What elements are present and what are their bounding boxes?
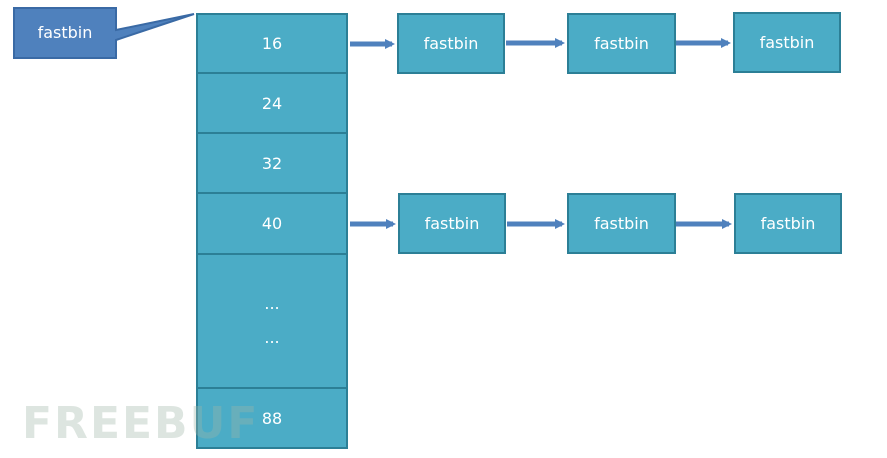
freebuf-watermark: FREEBUF <box>22 398 260 449</box>
bin-cell-32: 32 <box>196 132 348 194</box>
bin-cell-88: 88 <box>196 387 348 449</box>
chain1-node-1: fastbin <box>397 13 505 74</box>
bin-cell-16: 16 <box>196 13 348 74</box>
bin-ellipsis-label: ... ... <box>264 294 280 347</box>
callout-label: fastbin <box>37 22 93 42</box>
chain2-node-2: fastbin <box>567 193 676 254</box>
chain2-node-1: fastbin <box>398 193 506 254</box>
chain1-node-2: fastbin <box>567 13 676 74</box>
bin-cell-40: 40 <box>196 192 348 255</box>
chain1-node-3: fastbin <box>733 12 841 73</box>
callout-shape <box>13 7 195 59</box>
bin-cell-24: 24 <box>196 72 348 134</box>
bin-cell-ellipsis: ... ... <box>196 253 348 389</box>
chain2-node-3: fastbin <box>734 193 842 254</box>
